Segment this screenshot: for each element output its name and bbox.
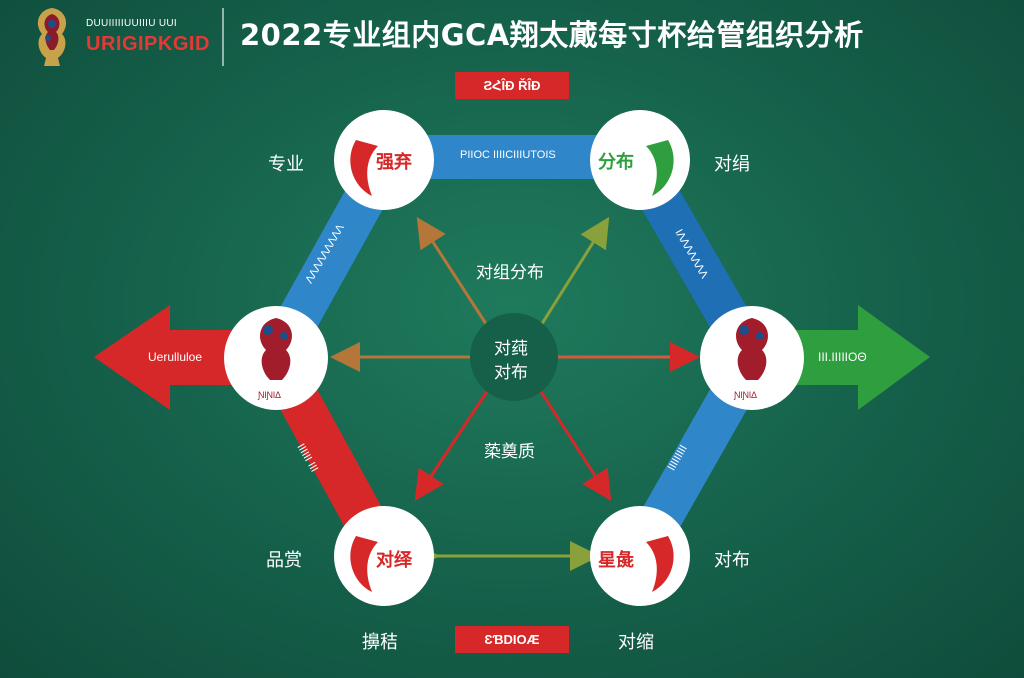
node-top-right bbox=[590, 110, 690, 210]
ribbon-top: ƧՀÎÐ ŘÎÐ bbox=[455, 72, 569, 99]
node-bottom-left-label: 对绎 bbox=[376, 550, 412, 571]
node-left bbox=[224, 306, 328, 410]
right-exit-arrow bbox=[772, 305, 930, 410]
node-top-right-label: 分布 bbox=[598, 152, 634, 173]
side-label-top-right: 对绢 bbox=[714, 154, 750, 175]
center-line-2: 对布 bbox=[494, 363, 528, 383]
center-lower-label: 蒅奠质 bbox=[484, 442, 535, 462]
arrow-to-bottom-right bbox=[538, 389, 612, 502]
node-top-left-label: 强弃 bbox=[376, 152, 412, 173]
side-label-bottom-left: 品赏 bbox=[266, 550, 302, 571]
node-right bbox=[700, 306, 804, 410]
header: DUUIIIIIUUIIIU UUI URIGIPKGID 2022专业组内GC… bbox=[0, 0, 1024, 70]
node-left-label: ƝƖƝƖΔ bbox=[258, 390, 282, 400]
arrow-to-bottom-left bbox=[414, 389, 490, 502]
center-upper-label: 对组分布 bbox=[476, 263, 544, 283]
node-top-left bbox=[334, 110, 434, 210]
node-bottom-left bbox=[334, 506, 434, 606]
band-top-text: PIIOC IIIICIIIUTOIS bbox=[460, 149, 556, 161]
ribbon-bottom: ƐƁDIOÆ bbox=[455, 626, 569, 653]
side-label-bottom-right: 对布 bbox=[714, 550, 750, 571]
arrow-to-top-right bbox=[536, 216, 610, 331]
center-line-1: 对莼 bbox=[494, 339, 528, 359]
node-bottom-right-label: 星彘 bbox=[598, 550, 634, 571]
arrow-to-top-left bbox=[416, 216, 492, 331]
left-exit-arrow bbox=[94, 305, 250, 410]
brand-wordmark: URIGIPKGID bbox=[86, 33, 210, 55]
world-cup-trophy-logo-icon bbox=[37, 8, 67, 66]
node-right-label: ƝƖƝƖΔ bbox=[734, 390, 758, 400]
brand-caption: DUUIIIIIUUIIIU UUI bbox=[86, 18, 177, 29]
side-label-bottom-left-lower: 擤秸 bbox=[362, 632, 398, 653]
side-label-bottom-right-lower: 对缩 bbox=[618, 632, 654, 653]
header-divider bbox=[222, 8, 224, 66]
side-label-top-left: 专业 bbox=[268, 154, 304, 175]
node-bottom-right bbox=[590, 506, 690, 606]
page-title: 2022专业组内GCA翔太蕆每寸杯给管组织分析 bbox=[240, 18, 864, 52]
center-hub bbox=[470, 313, 558, 401]
left-arrow-text: Uerulluloe bbox=[148, 350, 203, 364]
right-arrow-text: ΙΙΙ.ΙΙΙΙΙΟΘ bbox=[818, 350, 867, 364]
